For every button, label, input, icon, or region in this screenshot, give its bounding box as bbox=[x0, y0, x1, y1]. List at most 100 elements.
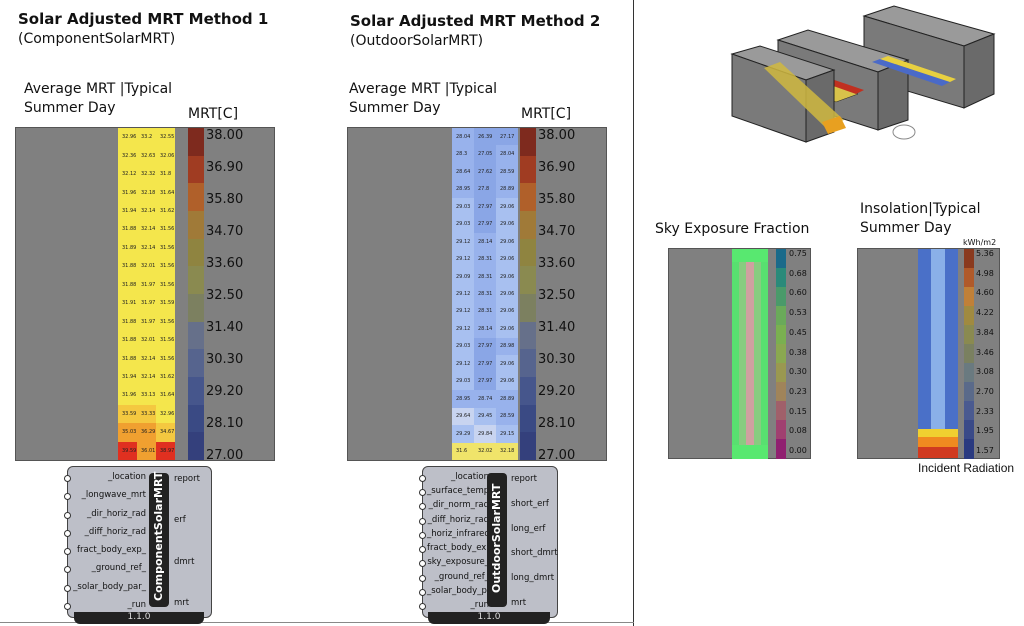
method1-subtitle: (ComponentSolarMRT) bbox=[18, 31, 176, 47]
component-input-location[interactable]: _location bbox=[451, 472, 489, 482]
grid-cell-value: 29.03 bbox=[456, 378, 471, 385]
component-output-shorterf[interactable]: short_erf bbox=[511, 498, 549, 509]
component-input-fractbodyexp[interactable]: fract_body_exp_ bbox=[77, 545, 146, 556]
model-block-right-front bbox=[963, 33, 995, 109]
legend-swatch bbox=[776, 325, 786, 345]
component-input-port[interactable] bbox=[64, 493, 71, 501]
sky-cell bbox=[732, 262, 740, 276]
component-input-surfacetemp[interactable]: _surface_temp bbox=[427, 486, 490, 497]
insolation-column bbox=[918, 249, 932, 429]
sky-cell bbox=[732, 353, 740, 368]
component-output-shortdmrt[interactable]: short_dmrt bbox=[511, 548, 558, 559]
legend-value: 0.75 bbox=[789, 249, 807, 258]
component-output-longdmrt[interactable]: long_dmrt bbox=[511, 573, 555, 584]
grid-cell-value: 32.32 bbox=[141, 171, 156, 178]
grid-cell: 32.06 bbox=[156, 146, 175, 165]
legend-value: 4.98 bbox=[976, 268, 994, 278]
component-input-port[interactable] bbox=[419, 560, 426, 568]
grid-cell-value: 27.8 bbox=[478, 186, 490, 193]
component-output-report[interactable]: report bbox=[174, 474, 200, 484]
component-input-port[interactable] bbox=[419, 603, 426, 610]
component-input-port[interactable] bbox=[64, 566, 71, 574]
grid-cell: 31.97 bbox=[137, 275, 156, 294]
component-input-port[interactable] bbox=[64, 511, 71, 519]
grid-cell: 32.02 bbox=[474, 442, 496, 460]
legend-swatch bbox=[520, 432, 536, 461]
legend-value: 4.60 bbox=[976, 288, 994, 298]
component-input-port[interactable] bbox=[64, 584, 71, 592]
component-input-run[interactable]: _run bbox=[470, 600, 489, 610]
component-input-port[interactable] bbox=[419, 489, 426, 497]
component-input-longwavemrt[interactable]: _longwave_mrt bbox=[81, 490, 146, 501]
component-input-skyexposure[interactable]: sky_exposure_ bbox=[427, 557, 489, 568]
component-input-port[interactable] bbox=[64, 475, 71, 482]
grid-cell-value: 31.94 bbox=[122, 373, 137, 380]
grid-cell: 31.88 bbox=[118, 257, 137, 276]
component-input-port[interactable] bbox=[419, 517, 426, 525]
component-output-mrt[interactable]: mrt bbox=[174, 598, 190, 608]
grid-cell-value: 29.06 bbox=[500, 360, 515, 367]
component-input-port[interactable] bbox=[419, 531, 426, 539]
grid-cell-value: 28.31 bbox=[478, 256, 493, 263]
component-outdoor-solar-mrt-node[interactable]: _location _surface_temp _dir_norm_rad _diff… bbox=[419, 466, 558, 618]
grid-cell-value: 29.03 bbox=[456, 203, 471, 210]
component-input-port[interactable] bbox=[419, 503, 426, 511]
component-input-port[interactable] bbox=[419, 574, 426, 582]
component-input-port[interactable] bbox=[419, 588, 426, 596]
component-input-location[interactable]: _location bbox=[108, 472, 146, 482]
sky-cell bbox=[732, 288, 740, 302]
component-input-solarbodypar[interactable]: _solar_body_par_ bbox=[427, 585, 500, 596]
legend-value: 3.84 bbox=[976, 327, 994, 337]
legend-swatch bbox=[520, 294, 536, 323]
component-input-groundref[interactable]: _ground_ref_ bbox=[91, 563, 146, 574]
grid-cell: 27.8 bbox=[474, 180, 496, 198]
legend-value: 3.46 bbox=[976, 347, 994, 357]
component-input-groundref[interactable]: _ground_ref_ bbox=[434, 571, 489, 582]
grid-cell: 31.6 bbox=[452, 442, 474, 460]
component-output-report[interactable]: report bbox=[511, 474, 537, 484]
component-input-port[interactable] bbox=[419, 475, 426, 482]
sky-cell bbox=[746, 327, 755, 341]
sky-cell bbox=[732, 249, 740, 263]
sky-cell bbox=[746, 314, 755, 328]
legend-value: 36.90 bbox=[538, 160, 576, 175]
grid-cell: 28.14 bbox=[474, 320, 496, 338]
model-compass bbox=[892, 124, 916, 140]
sky-cell bbox=[746, 366, 755, 381]
grid-cell-value: 31.91 bbox=[122, 300, 137, 307]
grid-cell: 29.03 bbox=[452, 197, 474, 216]
grid-cell-value: 31.64 bbox=[160, 392, 175, 399]
component-input-port[interactable] bbox=[419, 546, 426, 554]
grid-cell-value: 27.97 bbox=[478, 360, 493, 367]
grid-cell-value: 28.14 bbox=[478, 325, 493, 332]
grid-cell: 31.91 bbox=[118, 294, 137, 313]
grid-cell-value: 28.74 bbox=[478, 395, 493, 402]
component-input-diffhorizrad[interactable]: _diff_horiz_rad bbox=[427, 514, 489, 525]
grid-cell: 31.88 bbox=[118, 275, 137, 294]
component-input-dirnormrad[interactable]: _dir_norm_rad bbox=[428, 500, 489, 511]
component-input-horizinfrared[interactable]: _horiz_infrared bbox=[427, 528, 490, 539]
component-output-mrt[interactable]: mrt bbox=[511, 598, 527, 608]
component-output-dmrt[interactable]: dmrt bbox=[174, 556, 195, 567]
component-solar-mrt-title-bar: ComponentSolarMRT bbox=[149, 472, 169, 607]
component-input-run[interactable]: _run bbox=[127, 600, 146, 610]
sky-cell bbox=[732, 301, 740, 315]
component-input-port[interactable] bbox=[64, 529, 71, 537]
grid-cell-value: 31.94 bbox=[122, 207, 137, 214]
component-input-solarbodypar[interactable]: _solar_body_par_ bbox=[73, 581, 146, 592]
grid-cell: 28.59 bbox=[496, 407, 518, 426]
component-input-diffhorizrad[interactable]: _diff_horiz_rad bbox=[84, 526, 146, 537]
component-input-dirhorizrad[interactable]: _dir_horiz_rad bbox=[86, 508, 146, 519]
component-input-port[interactable] bbox=[64, 603, 71, 610]
component-solar-mrt-node[interactable]: _location _longwave_mrt _dir_horiz_rad _dif… bbox=[64, 466, 212, 618]
legend-value: 35.80 bbox=[538, 192, 576, 207]
component-input-fractbodyexp[interactable]: fract_body_exp_ bbox=[427, 543, 496, 554]
sky-cell bbox=[732, 314, 740, 328]
component-output-erf[interactable]: erf bbox=[174, 515, 186, 526]
legend-value: 0.45 bbox=[789, 327, 807, 337]
grid-cell: 28.98 bbox=[496, 337, 518, 356]
model-strip-blue bbox=[872, 59, 950, 86]
component-input-port[interactable] bbox=[64, 548, 71, 556]
component-output-longerf[interactable]: long_erf bbox=[511, 523, 546, 534]
